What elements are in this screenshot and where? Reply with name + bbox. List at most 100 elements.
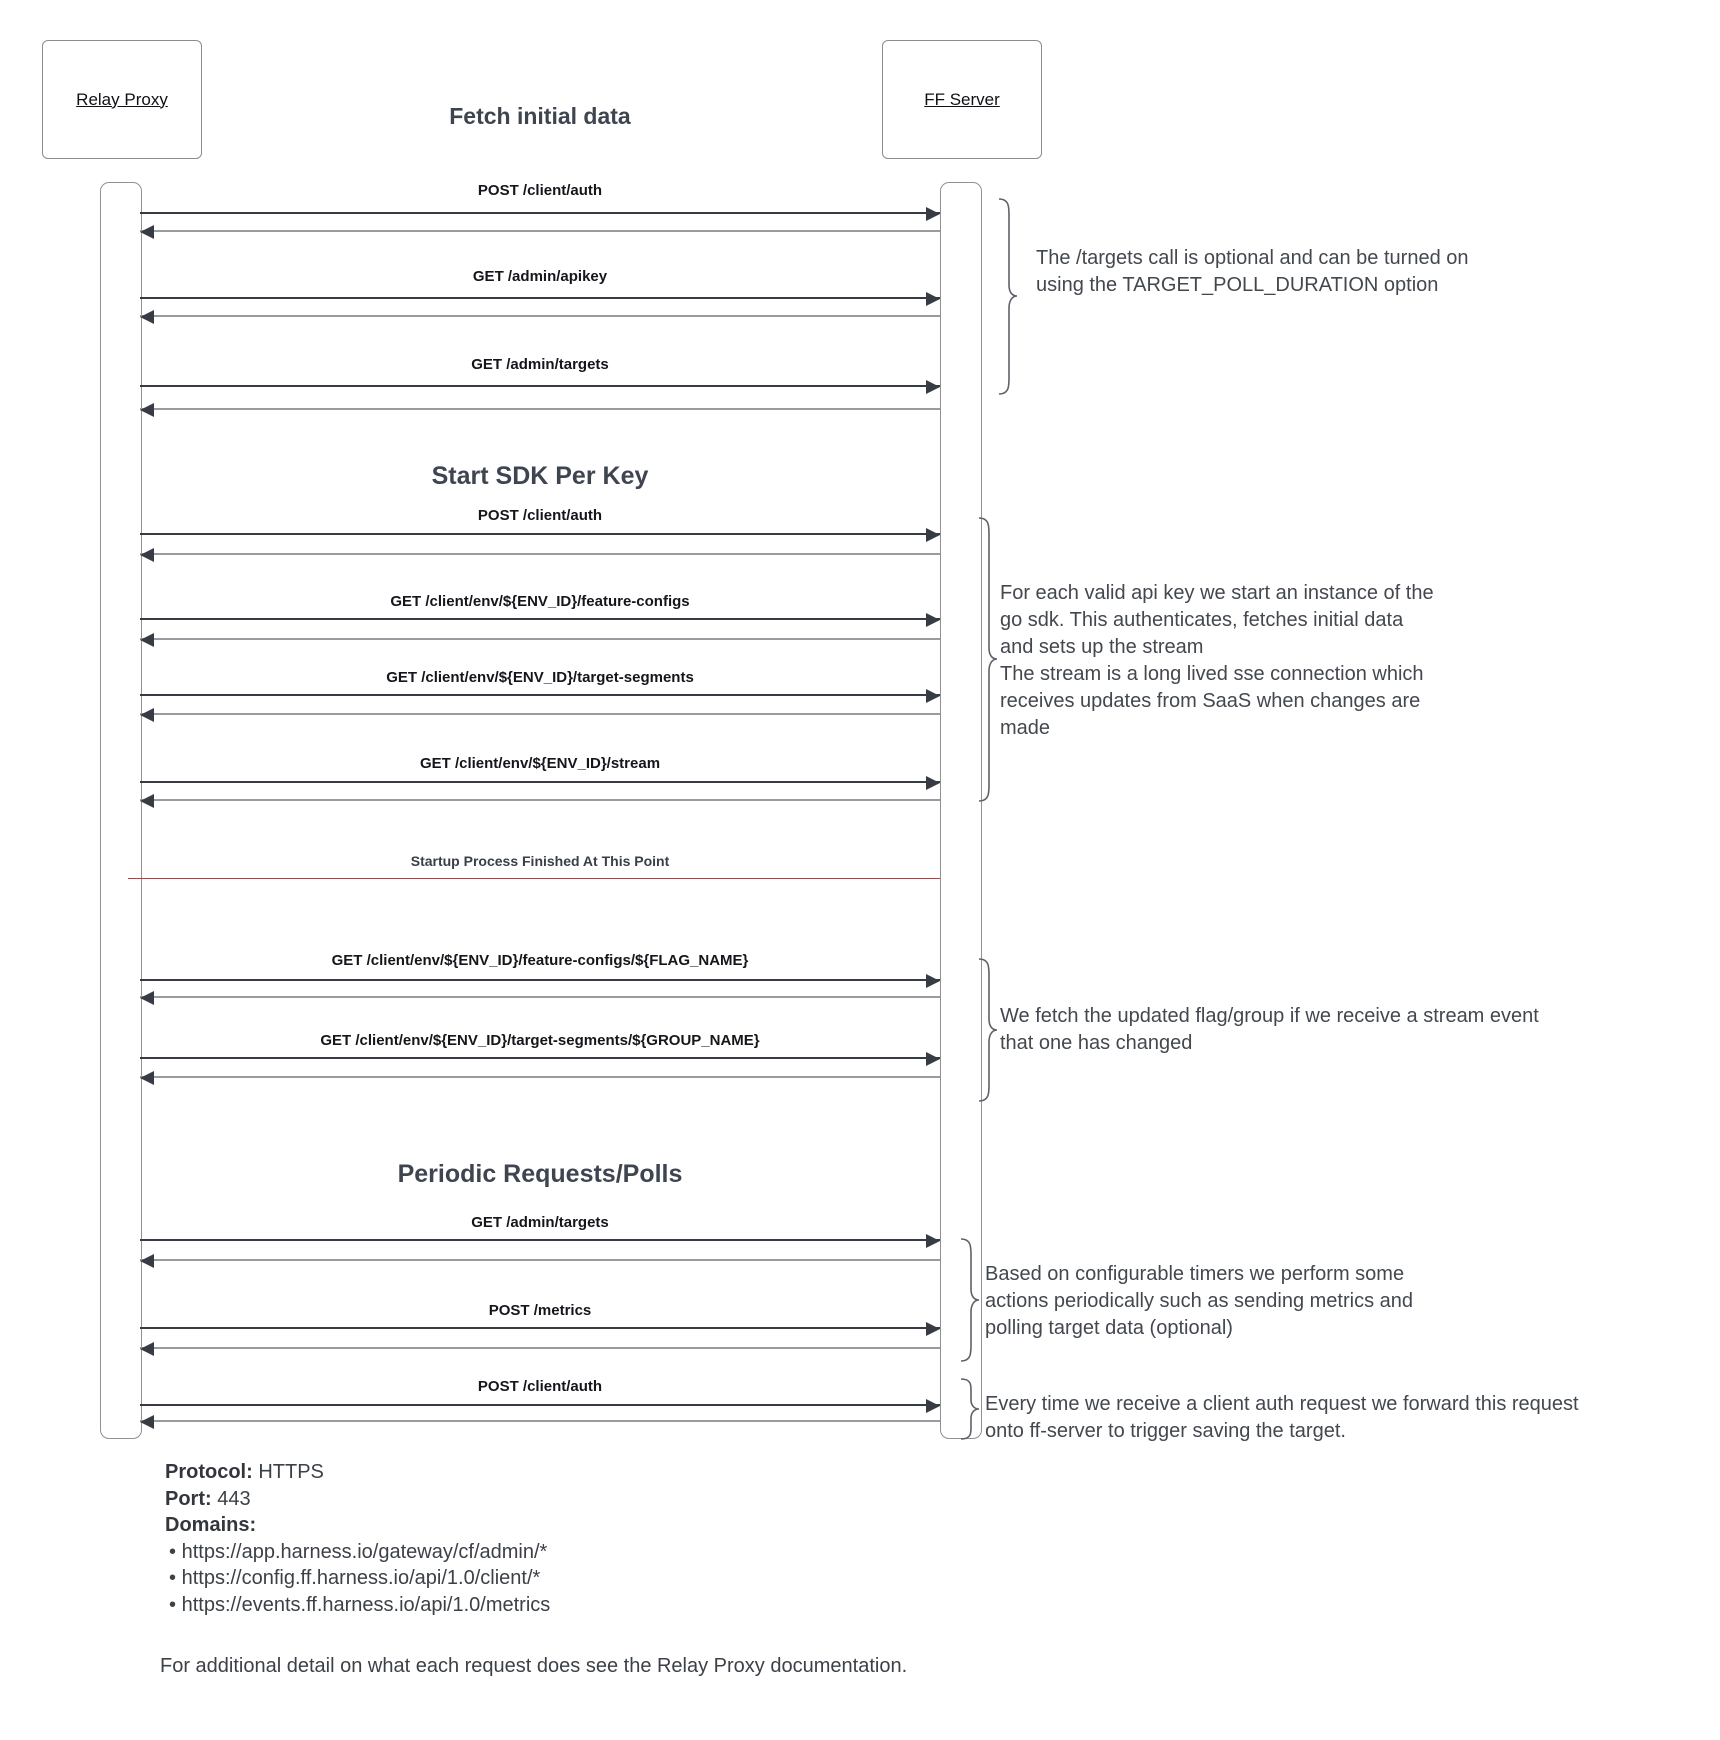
request-arrow [140, 613, 940, 627]
arrowhead-right-icon [926, 528, 940, 542]
startup-finished-line [128, 878, 940, 879]
note-targets-optional: The /targets call is optional and can be… [1036, 247, 1469, 296]
actor-ff-server-label: FF Server [924, 89, 1000, 109]
response-arrow [140, 708, 940, 722]
message-label: POST /client/auth [477, 507, 603, 524]
bullet-icon: • [169, 1593, 177, 1616]
arrowhead-left-icon [140, 310, 154, 324]
arrowhead-left-icon [140, 548, 154, 562]
arrowhead-left-icon [140, 1071, 154, 1085]
arrowhead-right-icon [926, 207, 940, 221]
domain-item: • https://app.harness.io/gateway/cf/admi… [165, 1539, 550, 1566]
note-auth-forward: Every time we receive a client auth requ… [985, 1393, 1579, 1442]
arrowhead-right-icon [926, 776, 940, 790]
brace-icon [960, 1378, 980, 1440]
request-arrow [140, 380, 940, 394]
request-arrow [140, 689, 940, 703]
domains-label-row: Domains: [165, 1512, 550, 1539]
arrowhead-right-icon [926, 974, 940, 988]
arrowhead-left-icon [140, 225, 154, 239]
message-label: GET /client/env/${ENV_ID}/target-segment… [320, 1032, 760, 1049]
section-title-start-sdk: Start SDK Per Key [431, 462, 649, 490]
brace-icon [960, 1238, 980, 1362]
lifeline-relay-proxy [100, 182, 142, 1439]
diagram-title: Fetch initial data [449, 103, 631, 129]
startup-finished-label: Startup Process Finished At This Point [410, 853, 670, 869]
arrowhead-left-icon [140, 708, 154, 722]
response-arrow [140, 633, 940, 647]
message-label: POST /client/auth [477, 182, 603, 199]
request-arrow [140, 1234, 940, 1248]
domain-url: https://config.ff.harness.io/api/1.0/cli… [181, 1567, 541, 1589]
brace-icon [978, 517, 998, 802]
message-label: GET /client/env/${ENV_ID}/feature-config… [331, 952, 749, 969]
port-value: 443 [217, 1487, 251, 1510]
message-label: POST /client/auth [477, 1378, 603, 1395]
connection-details: Protocol: HTTPS Port: 443 Domains: • htt… [165, 1459, 550, 1618]
documentation-note: For additional detail on what each reque… [160, 1655, 908, 1677]
request-arrow [140, 1322, 940, 1336]
section-title-periodic: Periodic Requests/Polls [397, 1160, 683, 1188]
arrowhead-left-icon [140, 1342, 154, 1356]
port-row: Port: 443 [165, 1486, 550, 1513]
domain-item: • https://events.ff.harness.io/api/1.0/m… [165, 1592, 550, 1619]
note-sdk-start: For each valid api key we start an insta… [1000, 580, 1440, 742]
arrowhead-left-icon [140, 991, 154, 1005]
response-arrow [140, 403, 940, 417]
domain-url: https://events.ff.harness.io/api/1.0/met… [181, 1593, 551, 1616]
message-label: GET /client/env/${ENV_ID}/feature-config… [390, 593, 690, 610]
brace-icon [978, 958, 998, 1102]
domains-label: Domains: [165, 1514, 257, 1536]
arrowhead-right-icon [926, 689, 940, 703]
arrowhead-left-icon [140, 1254, 154, 1268]
response-arrow [140, 991, 940, 1005]
arrowhead-right-icon [926, 292, 940, 306]
response-arrow [140, 548, 940, 562]
note-fetch-updated: We fetch the updated flag/group if we re… [1000, 1005, 1539, 1054]
port-label: Port: [165, 1487, 212, 1510]
response-arrow [140, 1415, 940, 1429]
request-arrow [140, 528, 940, 542]
message-label: GET /admin/targets [471, 1214, 609, 1231]
request-arrow [140, 207, 940, 221]
protocol-label: Protocol: [165, 1461, 253, 1483]
actor-relay-proxy: Relay Proxy [42, 40, 202, 159]
request-arrow [140, 1399, 940, 1413]
note-sdk-stream-text: The stream is a long lived sse connectio… [1000, 663, 1424, 739]
note-sdk-start-text: For each valid api key we start an insta… [1000, 582, 1434, 658]
arrowhead-left-icon [140, 633, 154, 647]
arrowhead-right-icon [926, 613, 940, 627]
request-arrow [140, 974, 940, 988]
message-label: GET /client/env/${ENV_ID}/stream [419, 755, 661, 772]
arrowhead-right-icon [926, 1234, 940, 1248]
protocol-value: HTTPS [258, 1461, 324, 1483]
response-arrow [140, 1342, 940, 1356]
message-label: GET /client/env/${ENV_ID}/target-segment… [386, 669, 694, 686]
domain-item: • https://config.ff.harness.io/api/1.0/c… [165, 1565, 550, 1592]
actor-ff-server: FF Server [882, 40, 1042, 159]
note-periodic-actions: Based on configurable timers we perform … [985, 1263, 1413, 1339]
arrowhead-right-icon [926, 1399, 940, 1413]
arrowhead-right-icon [926, 1052, 940, 1066]
arrowhead-right-icon [926, 380, 940, 394]
bullet-icon: • [169, 1567, 177, 1589]
actor-relay-proxy-label: Relay Proxy [76, 89, 168, 109]
message-label: GET /admin/targets [471, 356, 609, 373]
domain-url: https://app.harness.io/gateway/cf/admin/… [181, 1540, 548, 1563]
request-arrow [140, 292, 940, 306]
response-arrow [140, 225, 940, 239]
response-arrow [140, 1071, 940, 1085]
response-arrow [140, 1254, 940, 1268]
response-arrow [140, 310, 940, 324]
arrowhead-right-icon [926, 1322, 940, 1336]
lifeline-ff-server [940, 182, 982, 1439]
response-arrow [140, 794, 940, 808]
arrowhead-left-icon [140, 794, 154, 808]
message-label: GET /admin/apikey [472, 268, 608, 285]
brace-icon [998, 198, 1018, 395]
arrowhead-left-icon [140, 403, 154, 417]
request-arrow [140, 1052, 940, 1066]
request-arrow [140, 776, 940, 790]
protocol-row: Protocol: HTTPS [165, 1459, 550, 1486]
